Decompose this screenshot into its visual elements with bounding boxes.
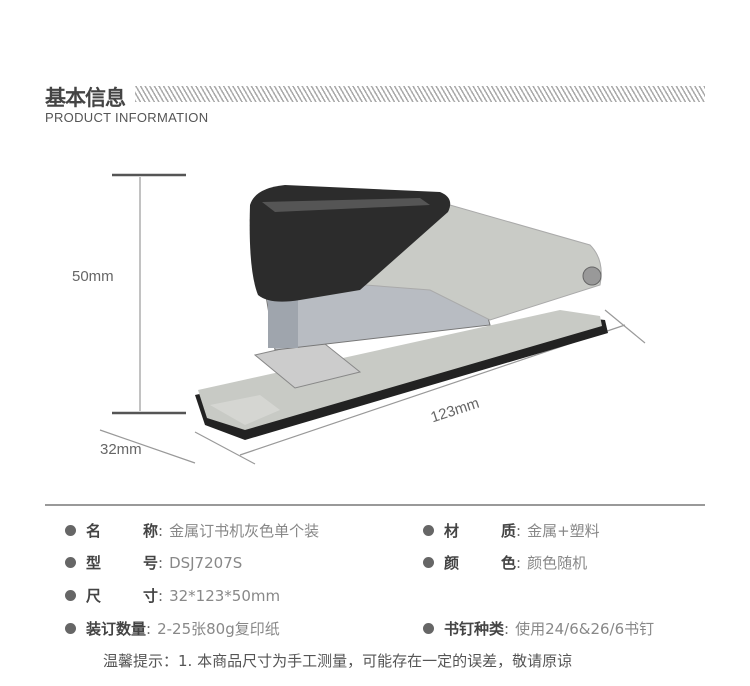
colon: : [504, 619, 510, 638]
spec-label: 颜色 [444, 552, 516, 573]
bullet-icon [65, 623, 76, 634]
spec-label: 书钉种类 [444, 620, 505, 638]
spec-capacity: 装订数量 : 2-25张80g复印纸 [65, 618, 280, 639]
spec-value: 使用24/6&26/6书钉 [515, 620, 655, 638]
colon: : [158, 521, 164, 540]
section-title: 基本信息 [45, 86, 126, 110]
label-char: 名 [86, 522, 102, 540]
label-char: 质 [500, 522, 516, 540]
spec-color: 颜色 : 颜色随机 [423, 552, 587, 573]
bullet-icon [65, 525, 76, 536]
depth-label: 32mm [100, 441, 142, 458]
label-char: 色 [500, 554, 516, 572]
label-char: 寸 [142, 587, 158, 605]
spec-label: 尺寸 [86, 585, 158, 606]
spec-staples: 书钉种类 : 使用24/6&26/6书钉 [423, 618, 654, 639]
spec-label: 名称 [86, 520, 158, 541]
bullet-icon [65, 590, 76, 601]
colon: : [516, 553, 522, 572]
spec-size: 尺寸 : 32*123*50mm [65, 585, 280, 606]
spec-value: 金属订书机灰色单个装 [169, 522, 320, 540]
colon: : [158, 553, 164, 572]
spec-material: 材质 : 金属+塑料 [423, 520, 600, 541]
colon: : [146, 619, 152, 638]
measurement-note: 温馨提示：1. 本商品尺寸为手工测量，可能存在一定的误差，敬请原谅 [103, 652, 573, 670]
spec-model: 型号 : DSJ7207S [65, 552, 242, 573]
label-char: 称 [142, 522, 158, 540]
spec-label: 装订数量 [86, 620, 147, 638]
spec-value: 颜色随机 [527, 554, 588, 572]
label-char: 号 [142, 554, 158, 572]
label-char: 型 [86, 554, 102, 572]
height-label: 50mm [72, 268, 114, 285]
section-subtitle: PRODUCT INFORMATION [45, 110, 209, 125]
bullet-icon [65, 557, 76, 568]
colon: : [516, 521, 522, 540]
stapler-image [99, 173, 646, 465]
label-char: 颜 [444, 554, 460, 572]
spec-value: 32*123*50mm [169, 586, 281, 605]
spec-name: 名称 : 金属订书机灰色单个装 [65, 520, 319, 541]
spec-value: 2-25张80g复印纸 [157, 620, 280, 638]
label-char: 材 [444, 522, 460, 540]
bullet-icon [423, 557, 434, 568]
spec-label: 型号 [86, 552, 158, 573]
divider [45, 504, 705, 506]
colon: : [158, 586, 164, 605]
spec-value: DSJ7207S [169, 553, 243, 572]
spec-value: 金属+塑料 [527, 522, 600, 540]
decorative-stripe [135, 86, 705, 102]
bullet-icon [423, 623, 434, 634]
label-char: 尺 [86, 587, 102, 605]
spec-label: 材质 [444, 520, 516, 541]
bullet-icon [423, 525, 434, 536]
